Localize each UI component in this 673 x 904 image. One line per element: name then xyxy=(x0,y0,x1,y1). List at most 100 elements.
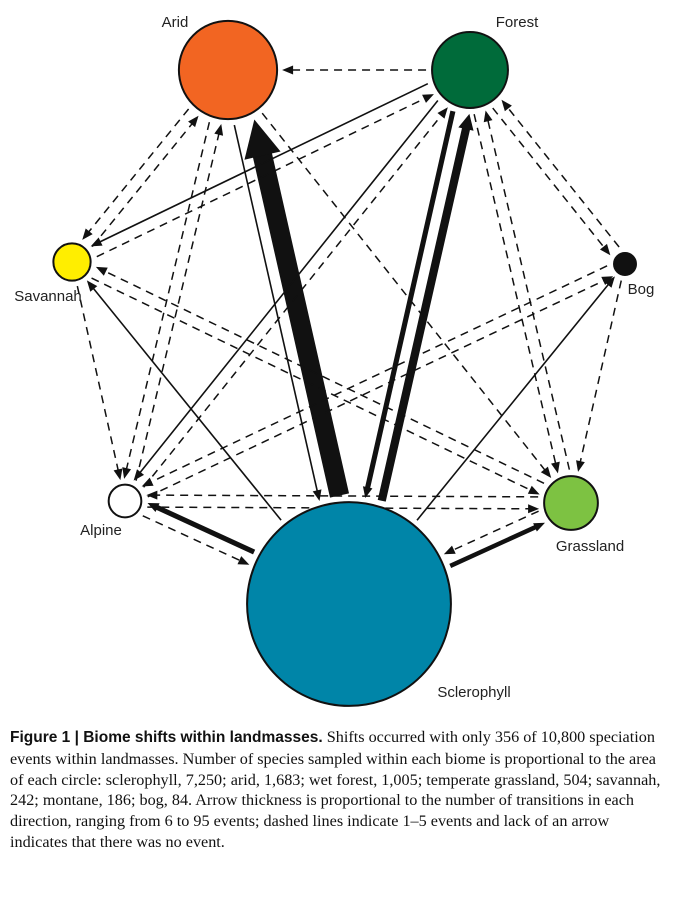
edge-line xyxy=(99,82,429,243)
edge-grassland-to-sclerophyll xyxy=(443,510,539,555)
arrowhead xyxy=(458,113,474,131)
nodes-layer xyxy=(52,19,637,707)
arrowhead xyxy=(312,489,322,502)
edge-forest-to-alpine xyxy=(133,100,439,481)
arrowhead xyxy=(533,522,545,532)
arrowhead xyxy=(133,469,145,481)
edge-line xyxy=(233,124,319,492)
biome-shift-diagram: Arid Forest Savannah Bog Alpine Grasslan… xyxy=(14,14,655,707)
edge-alpine-to-grassland xyxy=(147,504,540,514)
arrowhead xyxy=(362,486,373,499)
edge-forest-to-grassland xyxy=(473,113,560,474)
arrowhead xyxy=(601,276,614,286)
arrowhead xyxy=(501,99,512,112)
edge-savannah-to-arid xyxy=(91,115,199,248)
edge-savannah-to-forest xyxy=(96,94,434,258)
arrowhead xyxy=(113,468,123,481)
edge-line xyxy=(507,107,620,248)
edge-line xyxy=(252,152,350,498)
edge-line xyxy=(492,107,605,248)
edge-bog-to-grassland xyxy=(576,280,622,472)
edge-line xyxy=(261,112,546,471)
edges-layer xyxy=(76,65,622,568)
arrowhead xyxy=(141,477,154,487)
edge-line xyxy=(139,100,439,474)
edge-arid-to-alpine xyxy=(122,122,211,479)
arrowhead xyxy=(282,65,294,75)
edge-grassland-to-forest xyxy=(483,110,571,470)
edge-line xyxy=(125,122,211,470)
edge-line xyxy=(91,277,532,491)
node-arid xyxy=(177,19,279,121)
arrowhead xyxy=(551,461,560,474)
edge-line xyxy=(104,270,545,484)
label-sclerophyll: Sclerophyll xyxy=(437,684,510,701)
edge-line xyxy=(147,506,530,510)
edge-sclerophyll-to-bog xyxy=(416,276,615,521)
edge-line xyxy=(142,515,241,562)
edge-alpine-to-arid xyxy=(135,124,224,481)
arrowhead xyxy=(527,485,540,495)
label-savannah: Savannah xyxy=(14,288,82,305)
edge-line xyxy=(449,524,537,568)
arrowhead xyxy=(540,466,552,479)
edge-alpine-to-forest xyxy=(143,107,448,488)
edge-line xyxy=(150,265,608,483)
arrowhead xyxy=(86,280,98,292)
edge-forest-to-sclerophyll xyxy=(362,110,456,499)
edge-line xyxy=(473,113,557,464)
edge-sclerophyll-to-alpine xyxy=(147,503,256,555)
node-grassland xyxy=(543,475,599,531)
edge-alpine-to-bog xyxy=(147,276,614,498)
arrowhead xyxy=(244,119,281,160)
edge-arid-to-sclerophyll xyxy=(233,124,322,502)
label-bog: Bog xyxy=(628,281,655,298)
edge-forest-to-bog xyxy=(492,107,611,256)
arrowhead xyxy=(82,228,93,240)
edge-line xyxy=(135,133,220,481)
edge-line xyxy=(377,127,471,502)
edge-line xyxy=(155,504,256,555)
arrowhead xyxy=(237,556,250,565)
arrowhead xyxy=(422,94,434,103)
edge-line xyxy=(416,283,610,521)
edge-line xyxy=(92,287,282,521)
edge-sclerophyll-to-savannah xyxy=(86,280,282,521)
node-savannah xyxy=(52,242,92,282)
edge-line xyxy=(96,97,426,258)
edge-forest-to-arid xyxy=(282,65,427,75)
node-bog xyxy=(613,252,637,276)
edge-line xyxy=(91,123,193,248)
arrowhead xyxy=(483,110,493,123)
arrowhead xyxy=(599,243,611,256)
edge-alpine-to-sclerophyll xyxy=(142,515,250,565)
arrowhead xyxy=(528,504,540,514)
label-alpine: Alpine xyxy=(80,522,122,539)
edge-savannah-to-grassland xyxy=(91,277,540,495)
edge-line xyxy=(452,510,539,551)
caption-text: Shifts occurred with only 356 of 10,800 … xyxy=(10,728,661,851)
edge-savannah-to-alpine xyxy=(76,285,123,481)
arrowhead xyxy=(188,115,199,128)
arrowhead xyxy=(95,266,108,276)
edge-bog-to-forest xyxy=(501,99,620,248)
edge-line xyxy=(487,120,571,470)
arrowhead xyxy=(214,124,224,136)
edge-line xyxy=(87,108,190,233)
arrowhead xyxy=(604,276,615,288)
arrowhead xyxy=(437,107,448,119)
edge-line xyxy=(579,280,622,463)
arrowhead xyxy=(443,545,456,555)
node-sclerophyll xyxy=(246,501,452,707)
edge-line xyxy=(156,494,539,498)
arrowhead xyxy=(576,460,585,472)
edge-line xyxy=(147,279,605,498)
label-forest: Forest xyxy=(496,14,539,31)
edge-bog-to-alpine xyxy=(141,265,608,487)
edge-line xyxy=(76,285,119,471)
edge-grassland-to-savannah xyxy=(95,266,545,484)
figure-caption: Figure 1 | Biome shifts within landmasse… xyxy=(10,727,665,853)
edge-sclerophyll-to-arid xyxy=(244,119,350,498)
edge-arid-to-grassland xyxy=(261,112,552,479)
label-arid: Arid xyxy=(162,14,189,31)
